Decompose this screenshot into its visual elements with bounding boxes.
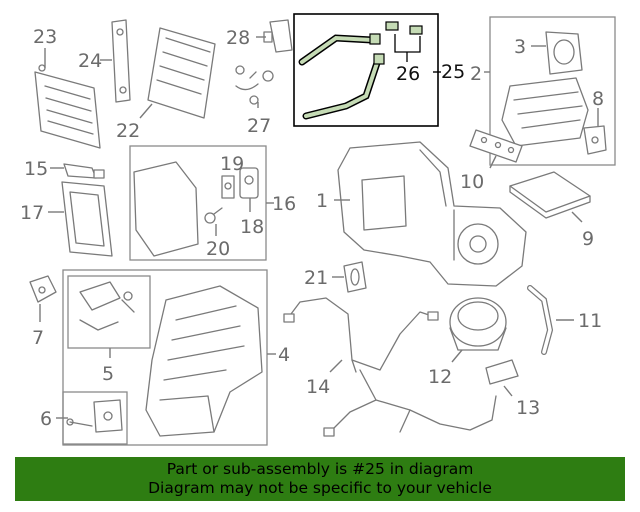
- part-14-wiring-harness[interactable]: [283, 297, 497, 437]
- banner-line-2: Diagram may not be specific to your vehi…: [148, 479, 492, 497]
- part-2-housing-section[interactable]: [501, 77, 589, 147]
- callout-18[interactable]: 18: [240, 216, 264, 238]
- leader-9: [571, 211, 583, 223]
- part-22-heater-core[interactable]: [147, 27, 216, 119]
- part-23-evaporator[interactable]: [34, 64, 101, 149]
- callout-3[interactable]: 3: [514, 36, 526, 58]
- callout-4[interactable]: 4: [278, 344, 290, 366]
- callout-6[interactable]: 6: [40, 408, 52, 430]
- callout-7[interactable]: 7: [32, 327, 44, 349]
- part-11-drain-hose[interactable]: [527, 285, 554, 355]
- callout-19[interactable]: 19: [220, 153, 244, 175]
- callout-21[interactable]: 21: [304, 267, 328, 289]
- callout-23[interactable]: 23: [33, 26, 57, 48]
- part-5-linkage[interactable]: [79, 281, 135, 331]
- callout-25[interactable]: 25: [441, 61, 465, 83]
- banner-line-1: Part or sub-assembly is #25 in diagram: [166, 460, 474, 478]
- leader-22: [139, 103, 153, 119]
- highlight-box-25: [293, 13, 439, 127]
- part-20-screw[interactable]: [204, 207, 223, 224]
- leader-13: [503, 385, 513, 397]
- parts-diagram: 23 24 22 28 27 2: [20, 13, 616, 446]
- part-9-cabin-filter[interactable]: [509, 171, 591, 219]
- part-4-distribution-housing[interactable]: [145, 285, 263, 437]
- callout-15[interactable]: 15: [24, 158, 48, 180]
- part-12-blower-motor[interactable]: [449, 297, 507, 351]
- leader-10: [489, 155, 497, 169]
- callout-27[interactable]: 27: [247, 115, 271, 137]
- group-box-4: [62, 269, 268, 446]
- leader-12: [451, 349, 463, 363]
- callout-10[interactable]: 10: [460, 171, 484, 193]
- part-1-hvac-housing[interactable]: [337, 141, 527, 287]
- callout-20[interactable]: 20: [206, 238, 230, 260]
- part-21-grommet[interactable]: [343, 261, 367, 293]
- callout-8[interactable]: 8: [592, 88, 604, 110]
- part-6-actuator[interactable]: [66, 399, 123, 433]
- callout-2[interactable]: 2: [470, 63, 482, 85]
- group-box-2: [489, 16, 616, 166]
- callout-14[interactable]: 14: [306, 376, 330, 398]
- info-banner: Part or sub-assembly is #25 in diagram D…: [15, 457, 625, 501]
- callout-24[interactable]: 24: [78, 50, 102, 72]
- callout-17[interactable]: 17: [20, 202, 44, 224]
- callout-9[interactable]: 9: [582, 228, 594, 250]
- callout-28[interactable]: 28: [226, 27, 250, 49]
- callout-1[interactable]: 1: [316, 190, 328, 212]
- group-box-5: [67, 275, 151, 349]
- callout-22[interactable]: 22: [116, 120, 140, 142]
- part-10-seal[interactable]: [469, 129, 523, 163]
- part-17-filter-frame[interactable]: [61, 181, 113, 257]
- part-25-refrigerant-line[interactable]: [298, 33, 385, 120]
- leader-14: [329, 359, 343, 373]
- part-15-sensor[interactable]: [63, 163, 105, 179]
- part-8-actuator[interactable]: [583, 125, 607, 155]
- callout-11[interactable]: 11: [578, 310, 602, 332]
- callout-16[interactable]: 16: [272, 193, 296, 215]
- part-26-orings[interactable]: [385, 21, 423, 62]
- part-7-bracket[interactable]: [29, 275, 57, 303]
- part-28-clip[interactable]: [263, 19, 293, 53]
- part-16-control-module[interactable]: [133, 161, 199, 257]
- part-24-bracket[interactable]: [111, 19, 131, 103]
- callout-12[interactable]: 12: [428, 366, 452, 388]
- part-27-fittings[interactable]: [235, 65, 274, 105]
- part-13-resistor[interactable]: [485, 359, 519, 385]
- callout-5[interactable]: 5: [102, 363, 114, 385]
- part-3-gasket[interactable]: [545, 31, 583, 75]
- part-18-sensor[interactable]: [239, 167, 259, 199]
- callout-26[interactable]: 26: [396, 63, 420, 85]
- part-19-bracket[interactable]: [221, 175, 235, 199]
- callout-13[interactable]: 13: [516, 397, 540, 419]
